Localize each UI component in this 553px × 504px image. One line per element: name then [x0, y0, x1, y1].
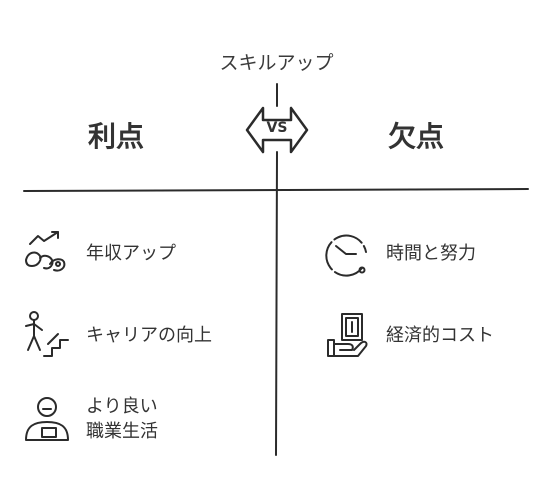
clock-icon — [325, 234, 367, 277]
pros-title: 利点 — [87, 120, 144, 153]
pros-item-label: より良い 職業生活 — [86, 396, 158, 442]
pros-item-career: キャリアの向上 — [22, 310, 212, 360]
vertical-divider — [275, 151, 278, 456]
work-life-icon — [25, 397, 69, 441]
pros-item-salary: 年収アップ — [22, 228, 176, 278]
vs-arrows-icon — [245, 106, 309, 154]
pros-item-label: 年収アップ — [86, 242, 176, 264]
salary-growth-icon — [25, 231, 66, 272]
cons-item-cost: 経済的コスト — [322, 310, 494, 360]
cons-item-time: 時間と努力 — [322, 228, 476, 278]
topic-title: スキルアップ — [219, 52, 334, 74]
vs-badge: VS — [241, 104, 313, 156]
cons-item-label: 時間と努力 — [386, 242, 476, 264]
pros-item-worklife: より良い 職業生活 — [22, 394, 158, 444]
vs-label: VS — [266, 120, 288, 136]
career-climb-icon — [25, 311, 69, 357]
money-cost-icon — [327, 313, 368, 357]
pros-item-label: キャリアの向上 — [86, 324, 212, 346]
cons-item-label: 経済的コスト — [386, 324, 494, 346]
cons-title: 欠点 — [387, 120, 444, 153]
